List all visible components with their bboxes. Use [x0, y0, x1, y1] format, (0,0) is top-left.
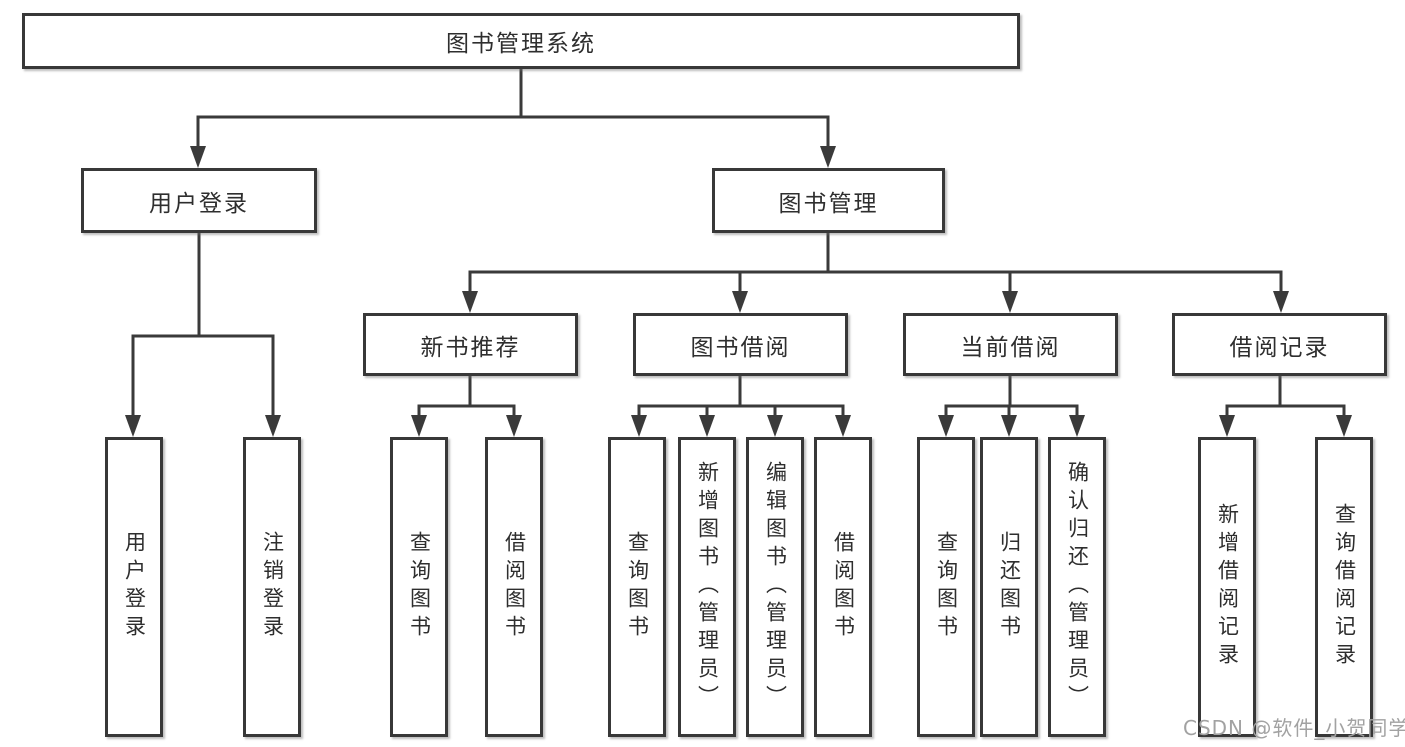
leaf-label: 用户登录 [122, 531, 147, 643]
leaf-label: 编辑图书（管理员） [763, 461, 788, 713]
node-book-management: 图书管理 [712, 168, 945, 233]
node-label: 图书管理 [778, 190, 879, 217]
leaf-label: 查询图书 [934, 531, 959, 643]
node-label: 图书借阅 [690, 334, 791, 361]
node-user-login: 用户登录 [81, 168, 317, 233]
leaf-label: 归还图书 [997, 531, 1022, 643]
leaf-label: 借阅图书 [831, 531, 856, 643]
node-label: 图书管理系统 [446, 31, 596, 57]
leaf-confirm-return-admin: 确认归还（管理员） [1048, 437, 1106, 737]
leaf-query-book-recommend: 查询图书 [390, 437, 448, 737]
leaf-label: 新增借阅记录 [1215, 503, 1240, 671]
node-borrowing-records: 借阅记录 [1172, 313, 1387, 376]
leaf-return-book: 归还图书 [980, 437, 1038, 737]
leaf-query-book-current: 查询图书 [917, 437, 975, 737]
leaf-user-login: 用户登录 [105, 437, 163, 737]
leaf-label: 新增图书（管理员） [695, 461, 720, 713]
leaf-query-book-borrow: 查询图书 [608, 437, 666, 737]
node-book-borrowing: 图书借阅 [633, 313, 848, 376]
leaf-add-borrow-record: 新增借阅记录 [1198, 437, 1256, 737]
node-root-system: 图书管理系统 [22, 13, 1020, 69]
node-new-book-recommend: 新书推荐 [363, 313, 578, 376]
leaf-label: 查询图书 [407, 531, 432, 643]
leaf-borrow-book: 借阅图书 [814, 437, 872, 737]
node-label: 新书推荐 [420, 334, 521, 361]
node-current-borrowing: 当前借阅 [903, 313, 1118, 376]
leaf-label: 借阅图书 [502, 531, 527, 643]
leaf-add-book-admin: 新增图书（管理员） [678, 437, 736, 737]
node-label: 当前借阅 [960, 334, 1061, 361]
leaf-label: 查询借阅记录 [1332, 503, 1357, 671]
node-label: 用户登录 [149, 190, 249, 217]
csdn-watermark: CSDN @软件_小贺同学 [1183, 716, 1405, 740]
node-label: 借阅记录 [1229, 334, 1330, 361]
leaf-logout: 注销登录 [243, 437, 301, 737]
leaf-label: 查询图书 [625, 531, 650, 643]
leaf-query-borrow-record: 查询借阅记录 [1315, 437, 1373, 737]
leaf-borrow-book-recommend: 借阅图书 [485, 437, 543, 737]
leaf-label: 确认归还（管理员） [1065, 461, 1090, 713]
leaf-label: 注销登录 [260, 531, 285, 643]
leaf-edit-book-admin: 编辑图书（管理员） [746, 437, 804, 737]
